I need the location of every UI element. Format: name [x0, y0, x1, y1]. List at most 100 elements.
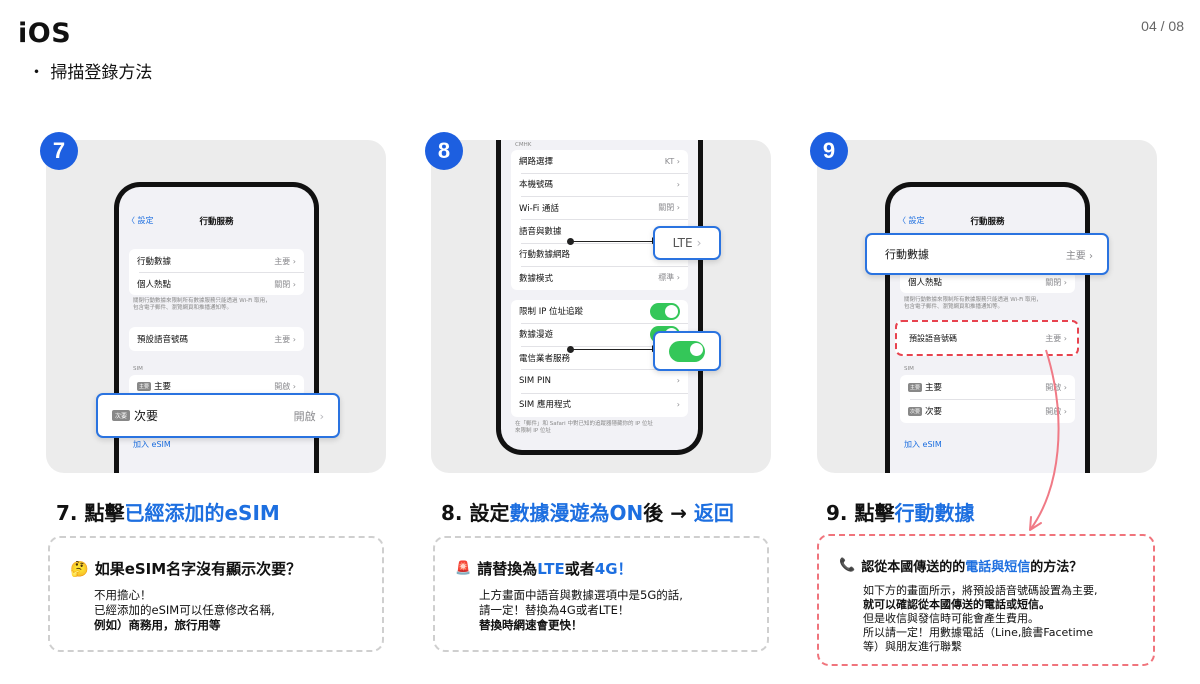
step-8-caption: 8. 設定數據漫遊為ON後 → 返回 — [441, 501, 734, 525]
row-label: Wi-Fi 通話 — [519, 203, 559, 214]
divider — [910, 399, 1075, 400]
row-value: 關閉 › — [1045, 277, 1067, 287]
footnote: 關閉行動數據來限制所有數據服務只能透過 Wi-Fi 取用，包含電子郵件、瀏覽網頁… — [904, 297, 1042, 310]
divider — [521, 242, 688, 244]
line-tag: 次要 — [112, 410, 131, 421]
note-body: 上方畫面中語音與數據選項中是5G的話, 請一定！替換為4G或者LTE！ 替換時網… — [479, 588, 683, 632]
divider — [521, 219, 688, 221]
settings-group: 主要 主要 開啟 › 次要 次要 開啟 › — [900, 375, 1075, 423]
row-value: 主要 › — [274, 256, 296, 266]
thinking-icon: 🤔 — [70, 559, 89, 578]
add-esim-link[interactable]: 加入 eSIM — [904, 440, 942, 449]
row-hotspot[interactable]: 個人熱點 關閉 › — [908, 271, 1075, 293]
add-esim-link[interactable]: 加入 eSIM — [133, 440, 171, 449]
back-button[interactable]: 〈 設定 — [127, 216, 154, 225]
phone-icon: 📞 — [839, 558, 856, 573]
row-label: 數據漫遊 — [519, 330, 554, 341]
row-value: 關閉 › — [658, 203, 680, 213]
row-label: 次要 — [134, 409, 159, 423]
note-title: 🚨 請替換為LTE或者4G！ — [455, 560, 633, 578]
arrow-line — [571, 241, 657, 242]
arrow-dot — [567, 238, 574, 245]
row-value: 開啟 › — [274, 381, 296, 391]
step-7-badge: 7 — [40, 132, 78, 170]
line-tag: 主要 — [908, 382, 923, 392]
settings-row[interactable]: SIM 應用程式 › — [519, 393, 688, 415]
row-label: 預設語音號碼 — [137, 335, 189, 345]
connector-arrow — [1029, 349, 1060, 531]
page-number: 04 / 08 — [1141, 18, 1184, 34]
line-tag: 主要 — [137, 381, 152, 391]
settings-row[interactable]: 限制 IP 位址追蹤 — [519, 300, 688, 322]
row-value: 開啟› — [293, 409, 324, 423]
step-7-card: 〈 設定 行動服務 行動數據主要 › 個人熱點關閉 › 關閉行動數據來限制所有數… — [46, 140, 386, 473]
settings-row[interactable]: Wi-Fi 通話 關閉 › — [519, 197, 688, 219]
lte-callout[interactable]: LTE› — [653, 226, 721, 260]
row-label: 數據模式 — [519, 273, 554, 284]
row-primary-line[interactable]: 主要 主要 開啟 › — [137, 375, 304, 397]
step-9-badge: 9 — [810, 132, 848, 170]
default-voice-dashed-highlight[interactable]: 預設語音號碼 主要 › — [895, 320, 1079, 356]
row-label: SIM 應用程式 — [519, 400, 571, 411]
row-label: 預設語音號碼 — [909, 333, 957, 343]
row-label: 個人熱點 — [137, 280, 172, 290]
footnote: 在「郵件」和 Safari 中對已知的追蹤器隱藏你的 IP 位址來限制 IP 位… — [515, 421, 653, 434]
note-body: 不用擔心！ 已經添加的eSIM可以任意修改名稱, 例如）商務用，旅行用等 — [94, 588, 275, 632]
row-label: 電信業者服務 — [519, 353, 571, 364]
row-label: 網路選擇 — [519, 157, 554, 167]
footnote: 關閉行動數據來限制所有數據服務只能透過 Wi-Fi 取用，包含電子郵件、瀏覽網頁… — [133, 298, 271, 311]
row-hotspot[interactable]: 個人熱點 關閉 › — [137, 273, 304, 295]
row-label: 次要 — [925, 407, 943, 417]
settings-row[interactable]: SIM PIN› — [519, 370, 688, 392]
row-label: 個人熱點 — [908, 278, 943, 288]
nav-title: 行動服務 — [970, 217, 1005, 227]
settings-row[interactable]: 本機號碼› — [519, 173, 688, 195]
row-label: 行動數據 — [137, 257, 172, 267]
section-label: SIM — [904, 366, 914, 372]
mobile-data-highlight[interactable]: 行動數據 主要 › — [865, 233, 1109, 275]
divider — [521, 266, 688, 267]
divider — [521, 196, 688, 198]
row-value: 開啟 › — [1045, 406, 1067, 416]
row-label: 主要 — [154, 382, 172, 392]
secondary-line-highlight[interactable]: 次要 次要 開啟› — [96, 393, 340, 438]
toggle-switch[interactable] — [650, 302, 680, 320]
row-secondary-line[interactable]: 次要 次要 開啟 › — [908, 400, 1075, 422]
back-button[interactable]: 〈 設定 — [898, 216, 925, 225]
step-7-note: 🤔如果eSIM名字沒有顯示次要？ 不用擔心！ 已經添加的eSIM可以任意修改名稱… — [48, 536, 384, 652]
roaming-toggle-callout[interactable] — [653, 331, 721, 371]
step-9-note: 📞 認從本國傳送的的電話與短信的方法？ 如下方的畫面所示，將預設語音號碼設置為主… — [817, 534, 1155, 666]
row-value: 關閉 › — [274, 279, 296, 289]
row-value: 主要 › — [1045, 333, 1067, 343]
row-value: 標準 › — [658, 273, 680, 282]
settings-group: 預設語音號碼主要 › — [129, 327, 304, 351]
step-7-caption: 7. 點擊已經添加的eSIM — [56, 501, 280, 525]
row-value: › — [676, 399, 680, 409]
settings-group: 主要 主要 開啟 › — [129, 375, 304, 397]
row-label: 行動數據 — [885, 248, 929, 261]
step-9-caption: 9. 點擊行動數據 — [826, 501, 975, 525]
row-label: 本機號碼 — [519, 180, 554, 191]
row-default-voice[interactable]: 預設語音號碼主要 › — [137, 328, 304, 350]
note-title: 🤔如果eSIM名字沒有顯示次要？ — [70, 559, 302, 579]
roaming-toggle[interactable] — [669, 340, 705, 362]
note-title: 📞 認從本國傳送的的電話與短信的方法？ — [839, 558, 1083, 575]
row-value: › — [676, 376, 680, 386]
carrier-label: CMHK — [515, 142, 532, 148]
row-label: 行動數據網路 — [519, 250, 571, 261]
divider — [521, 392, 688, 394]
row-label: 主要 — [925, 383, 943, 393]
divider — [139, 272, 304, 273]
page-title: iOS — [18, 18, 72, 49]
row-value: 主要 › — [1065, 250, 1093, 262]
row-primary-line[interactable]: 主要 主要 開啟 › — [908, 376, 1075, 398]
line-tag: 次要 — [908, 406, 923, 416]
row-label: 語音與數據 — [519, 226, 562, 237]
row-mobile-data[interactable]: 行動數據 主要 › — [137, 250, 304, 272]
note-body: 如下方的畫面所示，將預設語音號碼設置為主要, 就可以確認從本國傳送的電話或短信。… — [863, 584, 1098, 653]
settings-group: 個人熱點 關閉 › — [900, 271, 1075, 293]
settings-row[interactable]: 數據模式 標準 › — [519, 267, 688, 289]
divider — [521, 369, 688, 371]
